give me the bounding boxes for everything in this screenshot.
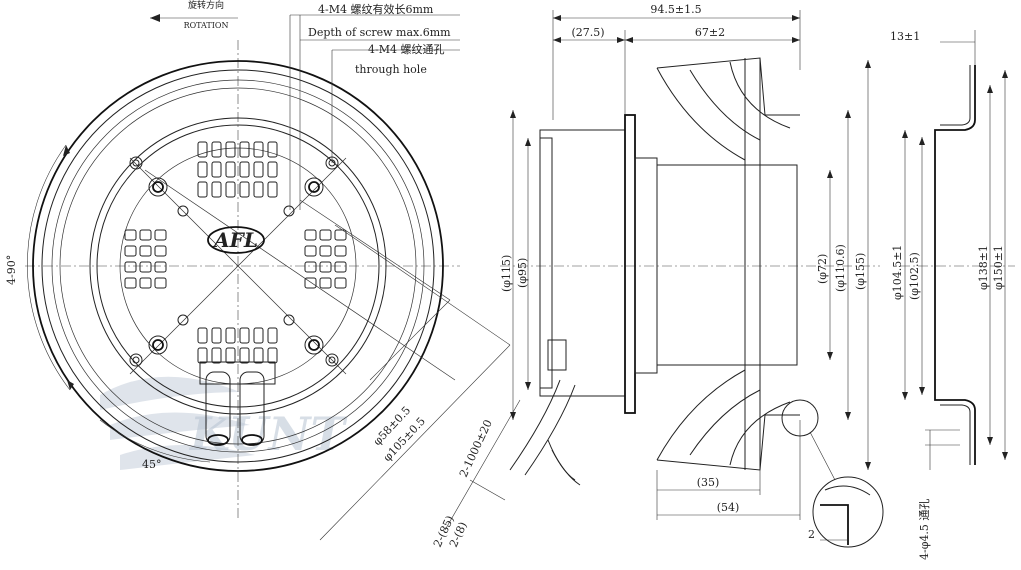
vent-slot (124, 261, 137, 273)
logo-text: AFL (212, 228, 258, 252)
dia-104-5: φ104.5±1 (891, 245, 904, 300)
dia-155: (φ155) (854, 253, 867, 290)
vent-slot (139, 229, 152, 241)
vent-slot (197, 347, 208, 364)
vent-slot (334, 277, 347, 289)
vent-slot (211, 181, 222, 198)
vent-slot (267, 141, 278, 158)
vent-slot (267, 347, 278, 364)
depth-27-5: (27.5) (571, 26, 604, 39)
vent-slot (225, 347, 236, 364)
vent-slot (304, 261, 317, 273)
dim-35: (35) (697, 476, 720, 489)
dia-110-6: (φ110.6) (834, 244, 847, 292)
vent-slot (211, 141, 222, 158)
vent-slot (197, 161, 208, 178)
overall-depth: 94.5±1.5 (650, 3, 701, 16)
vent-slot (267, 161, 278, 178)
vent-slot (239, 141, 250, 158)
vent-slot (253, 161, 264, 178)
angle-4x90: 4-90° (5, 255, 18, 285)
vent-slot (253, 327, 264, 344)
cable-outlet (199, 361, 276, 446)
watermark: KUNT (100, 376, 349, 470)
front-view: KUNT (5, 0, 521, 549)
dim-54: (54) (717, 501, 740, 514)
vent-slot (304, 277, 317, 289)
vent-slot (334, 261, 347, 273)
vent-slot (253, 347, 264, 364)
vent-slot (154, 245, 167, 257)
vent-slot (225, 327, 236, 344)
vent-slot (124, 277, 137, 289)
watermark-text: KUNT (188, 407, 349, 461)
afl-logo: AFL (207, 226, 265, 254)
vent-slots (124, 141, 347, 364)
screw-depth-cn: 4-M4 螺纹有效长6mm (318, 2, 434, 16)
through-hole-en: through hole (355, 63, 427, 76)
vent-slot (319, 277, 332, 289)
dia-95: (φ95) (516, 258, 529, 288)
cable-length: 2-1000±20 (457, 418, 495, 480)
vent-slot (197, 141, 208, 158)
ring-holes: 4-φ4.5 通孔 (918, 499, 931, 560)
vent-slot (124, 229, 137, 241)
vent-slot (304, 245, 317, 257)
vent-slot (139, 277, 152, 289)
dia-150: φ150±1 (992, 245, 1005, 290)
vent-slot (239, 327, 250, 344)
vent-slot (334, 245, 347, 257)
rotation-cn: 旋转方向 (188, 0, 224, 11)
vent-slot (253, 141, 264, 158)
vent-slot (239, 161, 250, 178)
dia-138: φ138±1 (977, 245, 990, 290)
vent-slot (319, 261, 332, 273)
vent-slot (154, 277, 167, 289)
vent-slot (225, 141, 236, 158)
ring-view: 13±1 φ104.5±1 (φ102.5) φ138±1 φ150±1 4-φ… (890, 30, 1015, 560)
side-view: 94.5±1.5 (27.5) 67±2 (500, 3, 884, 548)
vent-slot (319, 229, 332, 241)
vent-slot (211, 327, 222, 344)
vent-slot (304, 229, 317, 241)
vent-slot (154, 229, 167, 241)
vent-slot (267, 181, 278, 198)
vent-slot (139, 261, 152, 273)
mounting-hole-tl (129, 156, 143, 170)
vent-slot (319, 245, 332, 257)
vent-slot (239, 181, 250, 198)
screw-depth-en: Depth of screw max.6mm (308, 26, 451, 39)
rotation-en: ROTATION (184, 21, 229, 30)
mounting-hole-br (325, 353, 339, 367)
vent-slot (225, 181, 236, 198)
through-hole-cn: 4-M4 螺纹通孔 (368, 42, 444, 56)
vent-slot (211, 347, 222, 364)
vent-slot (197, 181, 208, 198)
dia-72: (φ72) (816, 254, 829, 284)
vent-slot (197, 327, 208, 344)
impeller (656, 57, 800, 471)
vent-slot (225, 161, 236, 178)
screw-bosses (148, 177, 324, 355)
dim-2: 2 (808, 528, 815, 541)
angle-45: 45° (142, 458, 162, 471)
vent-slot (154, 261, 167, 273)
vent-slot (139, 245, 152, 257)
rotation-arrow: 旋转方向 ROTATION (150, 0, 238, 30)
mounting-hole-bl (129, 353, 143, 367)
vent-slot (211, 161, 222, 178)
dia-115: (φ115) (500, 255, 513, 292)
vent-slot (253, 181, 264, 198)
depth-67: 67±2 (695, 26, 725, 39)
ring-thickness: 13±1 (890, 30, 920, 43)
vent-slot (124, 245, 137, 257)
vent-slot (239, 347, 250, 364)
vent-slot (334, 229, 347, 241)
dia-102-5: (φ102.5) (908, 252, 921, 300)
vent-slot (267, 327, 278, 344)
